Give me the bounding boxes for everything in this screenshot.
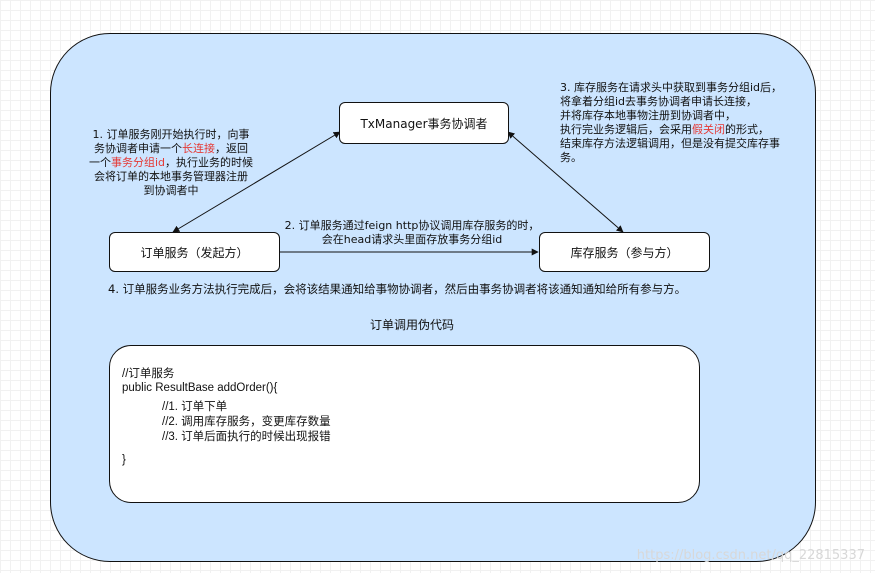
step3-line3: 并将库存本地事物注册到协调者中， xyxy=(560,109,736,122)
code-line-6: } xyxy=(122,454,126,466)
step1-note: 1. 订单服务刚开始执行时，向事 务协调者申请一个长连接，返回 一个事务分组id… xyxy=(72,128,270,198)
arrow-coordinator-inventory xyxy=(507,131,624,233)
code-line-3: //1. 订单下单 xyxy=(162,401,228,413)
step4-note: 4. 订单服务业务方法执行完成后，会将该结果通知给事物协调者，然后由事务协调者将… xyxy=(108,282,687,296)
step1-line1: 1. 订单服务刚开始执行时，向事 xyxy=(92,128,250,141)
code-line-2: public ResultBase addOrder(){ xyxy=(122,382,278,394)
order-service-label: 订单服务（发起方） xyxy=(140,245,249,260)
step1-line5: 到协调者中 xyxy=(143,184,199,197)
code-line-5: //3. 订单后面执行的时候出现报错 xyxy=(162,431,331,443)
order-service-node: 订单服务（发起方） xyxy=(109,232,280,272)
watermark: https://blog.csdn.net/qq_22815337 xyxy=(636,548,865,563)
step1-line3: 一个事务分组id，执行业务的时候 xyxy=(88,156,254,169)
step2-note: 2. 订单服务通过feign http协议调用库存服务的时， 会在head请求头… xyxy=(262,219,562,247)
step2-line2: 会在head请求头里面存放事务分组id xyxy=(321,233,503,246)
step3-line4: 执行完业务逻辑后，会采用假关闭的形式， xyxy=(560,123,769,136)
code-title: 订单调用伪代码 xyxy=(370,318,455,332)
step1-line4: 会将订单的本地事务管理器注册 xyxy=(94,170,248,183)
inventory-service-node: 库存服务（参与方） xyxy=(539,232,710,272)
step3-line5: 结束库存方法逻辑调用，但是没有提交库存事 xyxy=(560,137,780,150)
code-line-1: //订单服务 xyxy=(122,368,175,380)
step3-line1: 3. 库存服务在请求头中获取到事务分组id后， xyxy=(560,81,783,94)
code-block: //订单服务 public ResultBase addOrder(){ //1… xyxy=(109,345,700,503)
arrow-order-coordinator xyxy=(172,131,341,233)
coordinator-label: TxManager事务协调者 xyxy=(360,116,488,131)
step3-line6: 务。 xyxy=(560,151,582,164)
inventory-service-label: 库存服务（参与方） xyxy=(570,245,679,260)
step2-line1: 2. 订单服务通过feign http协议调用库存服务的时， xyxy=(284,219,540,232)
step3-line2: 将拿着分组id去事务协调者申请长连接， xyxy=(560,95,758,108)
code-line-4: //2. 调用库存服务，变更库存数量 xyxy=(162,416,331,428)
step3-note: 3. 库存服务在请求头中获取到事务分组id后， 将拿着分组id去事务协调者申请长… xyxy=(560,81,782,165)
step1-line2: 务协调者申请一个长连接，返回 xyxy=(94,142,248,155)
coordinator-node: TxManager事务协调者 xyxy=(339,102,509,144)
